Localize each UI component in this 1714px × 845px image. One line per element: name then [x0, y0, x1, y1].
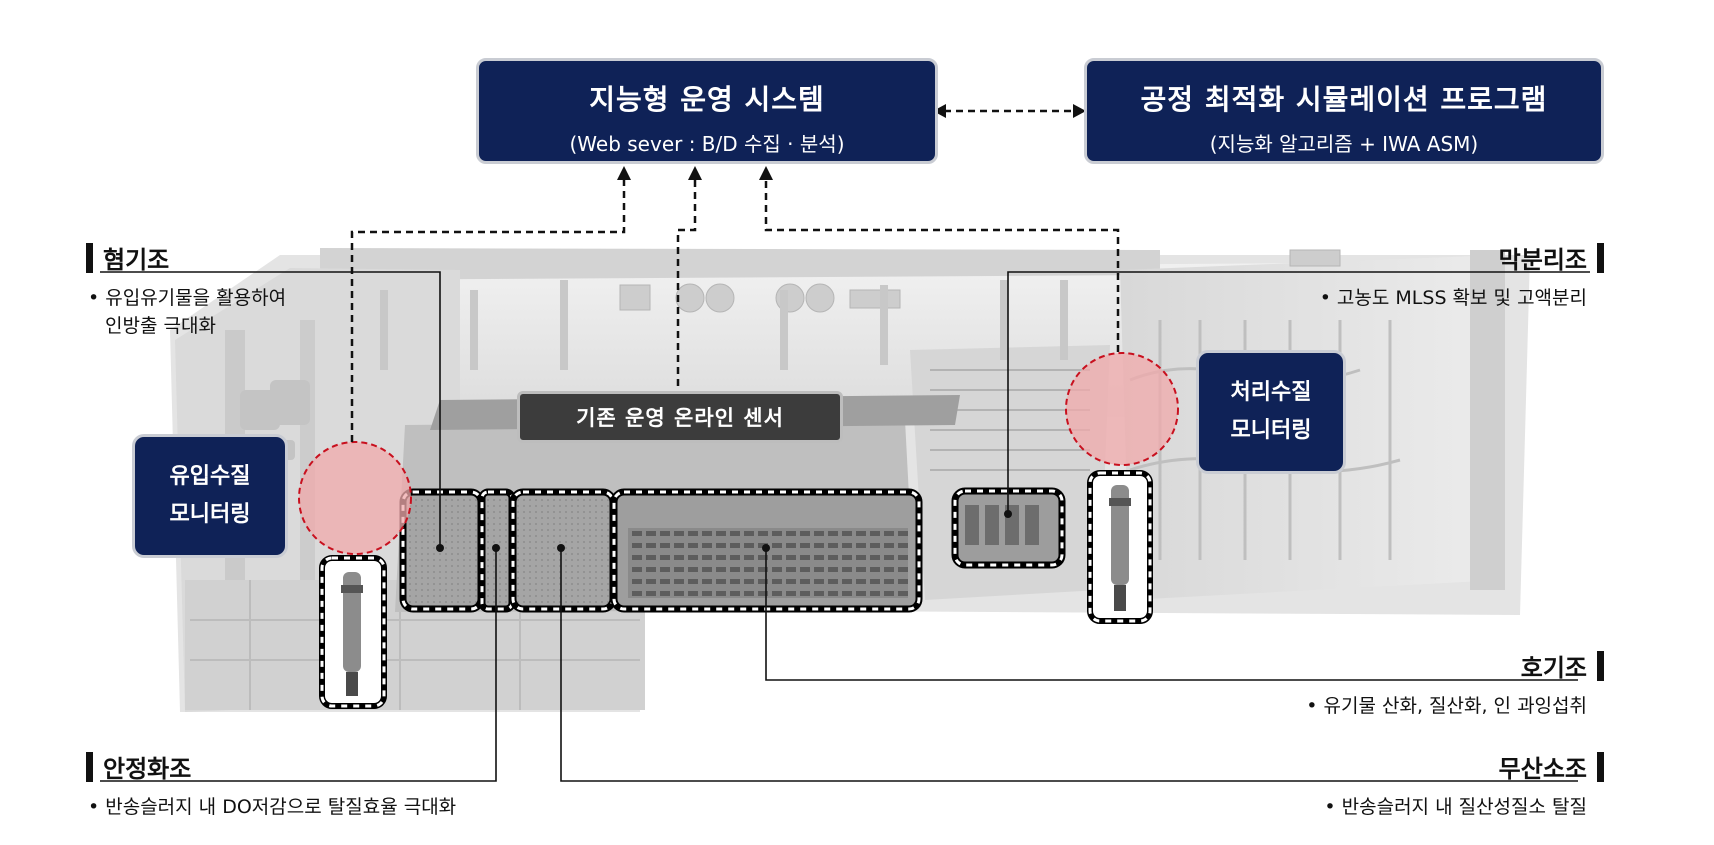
right-wall-panel: [1470, 250, 1505, 590]
anaerobic-desc-line2: 인방출 극대화: [105, 315, 216, 337]
leader-lines: [100, 271, 1590, 782]
online-sensor-label: 기존 운영 온라인 센서: [517, 391, 843, 443]
leader-dots: [436, 510, 1012, 552]
anaerobic-title-text: 혐기조: [103, 246, 170, 274]
effluent-monitoring-line1: 처리수질: [1230, 380, 1312, 405]
anoxic-desc-line1: • 반송슬러지 내 질산성질소 탈질: [1324, 796, 1587, 818]
title-bar: [1597, 242, 1604, 273]
simulation-program-subtitle: (지능화 알고리즘 + IWA ASM): [1209, 132, 1479, 156]
data-flow-lines: [350, 109, 1120, 442]
effluent-sensor-device: [1087, 470, 1153, 624]
effluent-monitoring-line2: 모니터링: [1230, 418, 1312, 443]
stabilization-title: 안정화조: [86, 749, 191, 784]
effluent-monitoring-box: 처리수질 모니터링: [1196, 350, 1346, 474]
influent-monitoring-box: 유입수질 모니터링: [132, 434, 288, 558]
anoxic-title: 무산소조: [1499, 749, 1604, 784]
influent-sensor-device: [319, 555, 387, 709]
anaerobic-title: 혐기조: [86, 240, 169, 275]
title-bar: [1597, 751, 1604, 782]
anaerobic-desc-line1: • 유입유기물을 활용하여: [88, 287, 287, 309]
stabilization-title-text: 안정화조: [103, 755, 192, 783]
membrane-title: 막분리조: [1499, 240, 1604, 275]
anaerobic-desc: • 유입유기물을 활용하여 인방출 극대화: [88, 284, 286, 340]
aerobic-desc: • 유기물 산화, 질산화, 인 과잉섭취: [1306, 692, 1587, 720]
stabilization-desc: • 반송슬러지 내 DO저감으로 탈질효율 극대화: [88, 793, 456, 821]
diffuser-grid: [628, 528, 908, 598]
aerobic-desc-line1: • 유기물 산화, 질산화, 인 과잉섭취: [1306, 695, 1587, 717]
arrow-heads: [617, 104, 1086, 180]
intelligent-system-box: 지능형 운영 시스템 (Web sever : B/D 수집 · 분석): [476, 58, 938, 164]
influent-monitoring-line2: 모니터링: [169, 502, 251, 527]
back-columns: [380, 280, 1068, 370]
stabilization-desc-line1: • 반송슬러지 내 DO저감으로 탈질효율 극대화: [88, 796, 457, 818]
anoxic-title-text: 무산소조: [1498, 755, 1587, 783]
basement-lines: [190, 580, 640, 710]
membrane-desc-line1: • 고농도 MLSS 확보 및 고액분리: [1319, 287, 1587, 309]
title-bar: [1597, 650, 1604, 681]
aerobic-title: 호기조: [1521, 648, 1604, 683]
influent-highlight: [298, 441, 412, 555]
intelligent-system-subtitle: (Web sever : B/D 수집 · 분석): [569, 132, 845, 156]
effluent-highlight: [1065, 352, 1179, 466]
title-bar: [86, 242, 93, 273]
membrane-title-text: 막분리조: [1498, 246, 1587, 274]
anoxic-desc: • 반송슬러지 내 질산성질소 탈질: [1324, 793, 1587, 821]
back-wall: [320, 248, 1160, 280]
simulation-program-title: 공정 최적화 시뮬레이션 프로그램: [1140, 83, 1548, 116]
simulation-program-box: 공정 최적화 시뮬레이션 프로그램 (지능화 알고리즘 + IWA ASM): [1084, 58, 1604, 164]
intelligent-system-title: 지능형 운영 시스템: [589, 83, 825, 116]
influent-monitoring-line1: 유입수질: [169, 464, 251, 489]
title-bar: [86, 751, 93, 782]
membrane-desc: • 고농도 MLSS 확보 및 고액분리: [1320, 284, 1587, 312]
aerobic-title-text: 호기조: [1520, 654, 1587, 682]
